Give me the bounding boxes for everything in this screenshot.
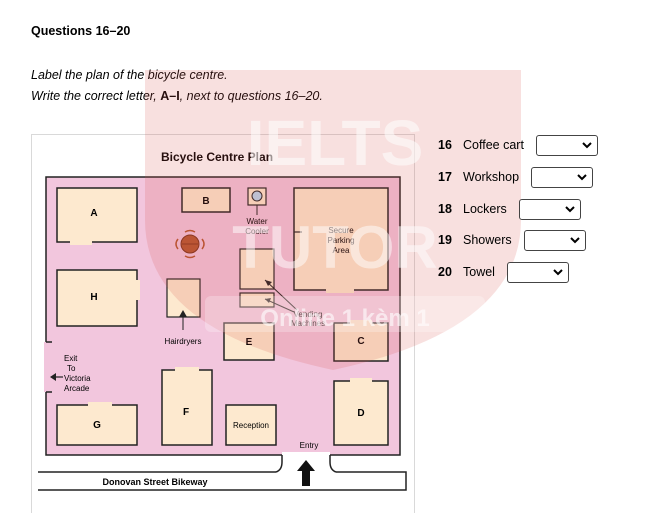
reception	[225, 404, 277, 446]
exit-label-2: To	[67, 364, 76, 373]
room-c-letter: C	[357, 336, 364, 347]
question-19: 19 Showers	[438, 229, 586, 251]
secure-label-1: Secure	[328, 226, 354, 235]
room-h-letter: H	[90, 292, 97, 303]
answer-select-17[interactable]	[531, 166, 594, 188]
question-label: Towel	[463, 265, 495, 279]
room-a-letter: A	[90, 208, 97, 219]
instruction-letter-range: A–I	[160, 89, 180, 103]
questions-heading: Questions 16–20	[31, 24, 131, 38]
exit-arrow-icon	[50, 373, 63, 381]
water-cooler-label-1: Water	[246, 217, 267, 226]
question-number: 16	[438, 138, 452, 152]
room-b	[181, 187, 231, 213]
chevron-down-icon	[577, 173, 587, 180]
question-label: Workshop	[463, 170, 520, 184]
chevron-down-icon	[569, 236, 580, 243]
room-e-letter: E	[246, 337, 253, 348]
bikeway	[38, 471, 407, 491]
bikeway-label: Donovan Street Bikeway	[102, 477, 207, 487]
hairdryers-label: Hairdryers	[165, 337, 202, 346]
instruction-text-pre: Write the correct letter,	[31, 89, 161, 103]
vending-label-1: Vending	[294, 310, 323, 319]
room-f-letter: F	[183, 407, 189, 418]
water-cooler-label-2: Cooler	[245, 227, 269, 236]
room-e	[223, 322, 275, 361]
question-label: Showers	[463, 233, 512, 247]
exit-label-3: Victoria	[64, 374, 91, 383]
instruction-line-2: Write the correct letter, A–I, next to q…	[31, 89, 323, 103]
secure-label-3: Area	[333, 246, 350, 255]
answer-select-16[interactable]	[535, 134, 598, 156]
question-label: Coffee cart	[463, 138, 524, 152]
chevron-down-icon	[565, 205, 575, 212]
vending-label-2: Machines	[291, 319, 325, 328]
room-a	[56, 187, 138, 243]
question-label: Lockers	[463, 202, 507, 216]
answer-select-19[interactable]	[523, 229, 586, 251]
reception-label: Reception	[233, 421, 269, 430]
room-d-letter: D	[357, 408, 364, 419]
answer-select-18[interactable]	[518, 198, 581, 220]
question-20: 20 Towel	[438, 261, 569, 283]
exit-label-1: Exit	[64, 354, 78, 363]
entry-label: Entry	[300, 441, 319, 450]
room-g-letter: G	[93, 420, 101, 431]
room-g	[56, 404, 138, 446]
question-17: 17 Workshop	[438, 166, 594, 188]
room-h	[56, 269, 138, 327]
chevron-down-icon	[582, 141, 592, 148]
room-c	[333, 322, 389, 362]
room-b-letter: B	[202, 196, 209, 207]
question-18: 18 Lockers	[438, 198, 581, 220]
entry-arrow	[297, 460, 315, 486]
plan-title: Bicycle Centre Plan	[161, 150, 273, 164]
plan-frame	[31, 134, 415, 513]
room-d	[333, 380, 389, 446]
question-number: 17	[438, 170, 452, 184]
room-f	[161, 369, 213, 446]
chevron-down-icon	[553, 268, 563, 275]
hairdryers	[166, 278, 201, 318]
instruction-text-post: , next to questions 16–20.	[179, 89, 323, 103]
vending-machine-2	[239, 292, 275, 308]
secure-parking-area	[293, 187, 389, 291]
question-number: 20	[438, 265, 452, 279]
answer-select-20[interactable]	[506, 261, 569, 283]
question-number: 19	[438, 233, 452, 247]
secure-label-2: Parking	[327, 236, 354, 245]
table-icon	[175, 229, 205, 259]
question-16: 16 Coffee cart	[438, 134, 598, 156]
exit-label-4: Arcade	[64, 384, 90, 393]
instruction-line-1: Label the plan of the bicycle centre.	[31, 68, 228, 82]
question-number: 18	[438, 202, 452, 216]
